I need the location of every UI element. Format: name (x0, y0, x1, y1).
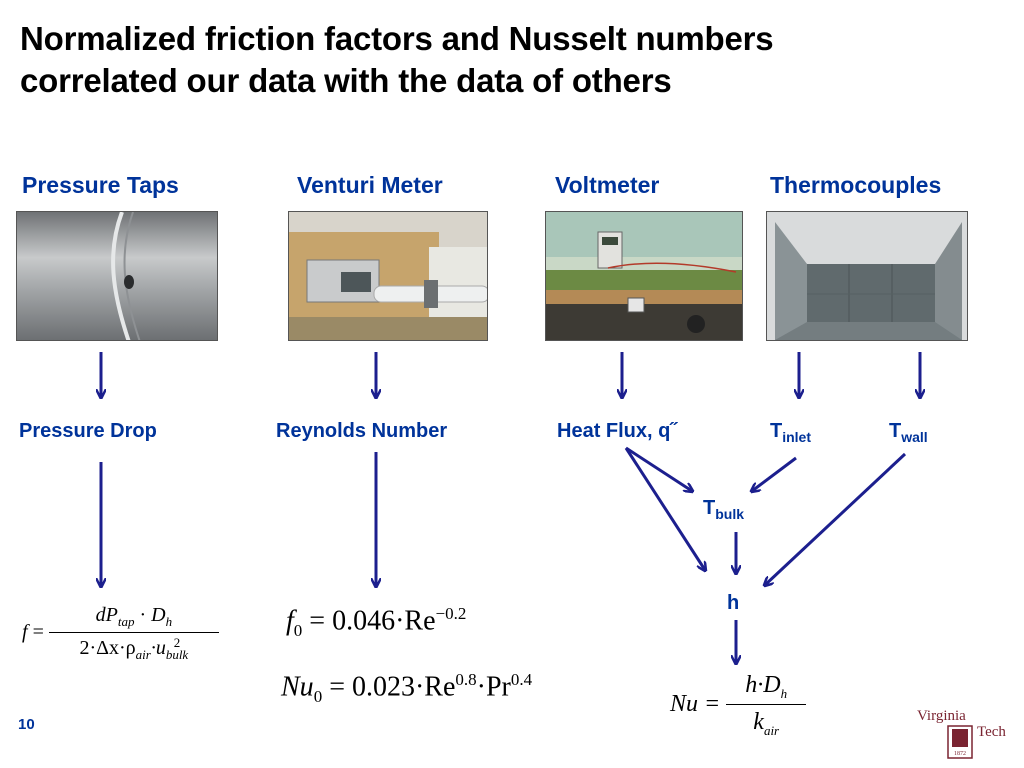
label-reynolds-number: Reynolds Number (276, 420, 448, 442)
arrow-heat-flux-to-t-bulk (625, 446, 692, 491)
label-heat-flux: Heat Flux, q˝ (557, 420, 678, 442)
virginia-tech-logo: Virginia 1872 Tech (917, 708, 1015, 760)
pressure-taps-photo (16, 211, 218, 341)
f0-correlation: f0 = 0.046·Re−0.2 (286, 604, 467, 640)
label-h: h (727, 592, 740, 614)
slide-title: Normalized friction factors and Nusselt … (20, 18, 1010, 102)
label-t-wall: Twall (889, 420, 928, 445)
label-t-bulk: Tbulk (703, 497, 744, 522)
label-pressure-drop: Pressure Drop (19, 420, 157, 442)
venturi-meter-photo (288, 211, 488, 341)
arrow-t-wall-to-h (765, 452, 907, 585)
nusselt-equation: Nu = h·Dh kair (670, 672, 807, 739)
voltmeter-photo (545, 211, 743, 341)
logo-year: 1872 (954, 751, 966, 757)
heading-venturi-meter: Venturi Meter (297, 172, 443, 198)
heading-pressure-taps: Pressure Taps (22, 172, 179, 198)
thermocouples-photo (766, 211, 968, 341)
arrow-heat-flux-to-h (624, 447, 705, 570)
vt-shield-icon: 1872 (947, 725, 973, 759)
nu0-correlation: Nu0 = 0.023·Re0.8·Pr0.4 (281, 670, 533, 706)
logo-text-tech: Tech (977, 724, 1006, 740)
page-number: 10 (18, 716, 35, 733)
arrow-t-inlet-to-t-bulk (752, 456, 797, 491)
logo-text-virginia: Virginia (917, 708, 966, 724)
heading-voltmeter: Voltmeter (555, 172, 660, 198)
title-line-1: Normalized friction factors and Nusselt … (20, 20, 774, 57)
title-line-2: correlated our data with the data of oth… (20, 62, 672, 99)
label-t-inlet: Tinlet (770, 420, 811, 445)
heading-thermocouples: Thermocouples (770, 172, 942, 198)
